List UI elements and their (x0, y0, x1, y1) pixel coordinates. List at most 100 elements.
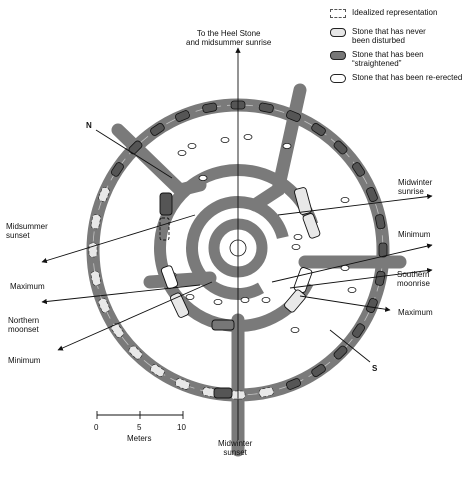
stone (159, 217, 170, 241)
scale-tick-label: 5 (137, 423, 142, 432)
trilithon-stones (159, 187, 321, 399)
scale-bar (96, 411, 184, 419)
bluestone (243, 133, 253, 140)
legend-straightened-line2: “straightened” (352, 59, 402, 69)
minimum-right-label: Minimum (398, 230, 431, 239)
bluestone (187, 142, 197, 149)
idealized-swatch (330, 9, 346, 18)
northern-moonset-line2: moonset (8, 325, 39, 335)
outer-stone (286, 110, 301, 122)
outer-stone (175, 110, 190, 122)
stone (294, 187, 312, 215)
outer-stone (128, 345, 143, 360)
heel-stone-label-line2: and midsummer sunrise (186, 38, 272, 48)
stone (211, 319, 235, 331)
outer-stone (90, 214, 101, 230)
stone (159, 192, 173, 216)
stone (213, 387, 233, 399)
north-pointer-line (95, 129, 173, 179)
heel-stone-label-line1: To the Heel Stone (196, 29, 261, 38)
bluestone (261, 296, 271, 303)
undisturbed-swatch (330, 28, 346, 37)
minimum-left-label: Minimum (8, 356, 41, 365)
scale-tick-label: 0 (94, 423, 99, 432)
northern-moonset-line (57, 281, 213, 351)
maximum-left-label: Maximum (10, 282, 45, 291)
southern-moonrise-line (289, 267, 433, 289)
south-label: S (372, 364, 378, 373)
outer-stone (333, 140, 348, 155)
northern-moonset-line1: Northern (8, 316, 40, 325)
legend-straightened-line1: Stone that has been (352, 50, 424, 59)
midwinter-sunrise-line (277, 193, 433, 216)
outer-stone (90, 270, 101, 286)
midwinter-sunrise-line1: Midwinter (398, 178, 433, 187)
outer-stone (378, 242, 388, 258)
reerected-swatch (330, 74, 346, 83)
stone (302, 213, 321, 239)
legend-reerected-text: Stone that has been re-erected (352, 73, 463, 82)
outer-stone (258, 387, 274, 398)
inner-horseshoe-band (186, 196, 290, 300)
outer-stone (98, 187, 110, 202)
alignment-lines (41, 47, 433, 440)
south-pointer-line (329, 329, 371, 363)
straightened-swatch (330, 51, 346, 60)
bluestone (282, 142, 292, 149)
bluestone (240, 296, 250, 303)
outer-stone (352, 323, 366, 338)
outer-stone (175, 378, 190, 390)
midsummer-sunset-line2: sunset (6, 231, 30, 241)
bluestone (291, 243, 301, 250)
stone (284, 289, 306, 313)
legend-idealized-text: Idealized representation (352, 8, 438, 17)
bluestone (177, 149, 187, 156)
outer-stone (128, 140, 143, 155)
midsummer-sunset-line1: Midsummer (6, 222, 48, 231)
outer-stone (150, 364, 165, 377)
outer-stone (202, 102, 218, 113)
outer-stone (352, 162, 366, 177)
outer-stone (111, 323, 124, 338)
outer-stone (150, 122, 165, 136)
bluestone (185, 293, 195, 300)
outer-stone (366, 298, 378, 313)
scale-label: Meters (127, 434, 152, 443)
north-label: N (86, 121, 92, 130)
outer-stone (98, 298, 110, 313)
southern-moonrise-line1: Southern (397, 270, 430, 279)
southern-moonrise-line2: moonrise (397, 279, 430, 289)
bluestone (293, 233, 303, 240)
outer-stone (311, 122, 326, 136)
minimum-right-line (271, 243, 433, 283)
outer-sarsen-stones (88, 100, 388, 400)
outer-stone (110, 162, 124, 177)
midsummer-sunset-line (41, 214, 196, 264)
legend-straightened-text: Stone that has been“straightened” (352, 50, 424, 68)
midwinter-sunset-line2: sunset (223, 448, 247, 458)
maximum-left-line (41, 284, 201, 305)
stone (170, 292, 190, 318)
bluestone (347, 286, 357, 293)
midwinter-sunrise-line2: sunrise (398, 187, 424, 197)
bluestone (290, 326, 300, 333)
legend-undisturbed-line1: Stone that has never (352, 27, 426, 36)
scale-tick-label: 10 (177, 423, 186, 432)
outer-stone (333, 345, 348, 360)
maximum-right-line (299, 295, 391, 312)
outer-stone (375, 214, 386, 230)
outer-stone (366, 187, 378, 202)
midwinter-sunset-line1: Midwinter (218, 439, 253, 448)
bluestone (198, 174, 208, 181)
bluestone (213, 298, 223, 305)
legend-reerected: Stone that has been re-erected (330, 73, 462, 83)
legend-undisturbed-line2: been disturbed (352, 36, 405, 46)
